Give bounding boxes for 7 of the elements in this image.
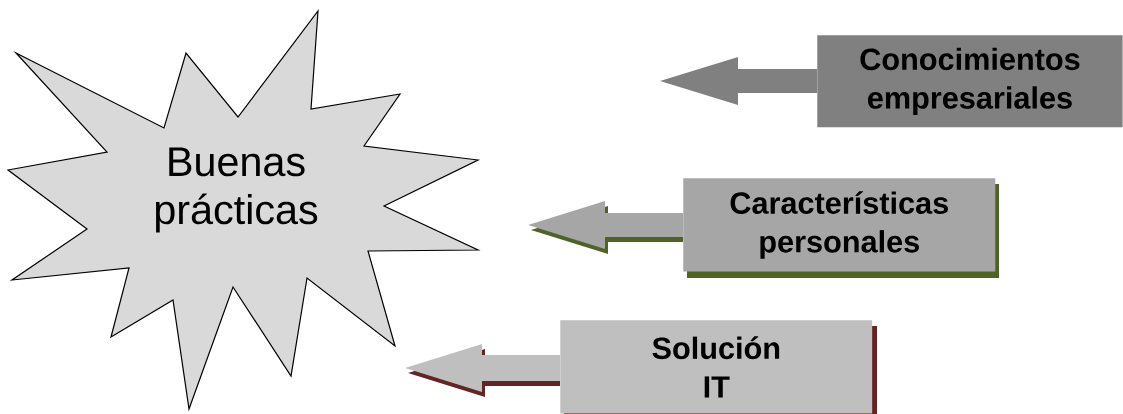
block-arrow [528, 201, 683, 254]
label-box: Conocimientos empresariales [817, 35, 1123, 128]
label-box: Solución IT [560, 320, 877, 414]
block-arrow [405, 344, 560, 397]
label-box: Características personales [683, 178, 999, 278]
starburst: Buenas prácticas [6, 9, 481, 412]
block-arrow [660, 57, 817, 105]
